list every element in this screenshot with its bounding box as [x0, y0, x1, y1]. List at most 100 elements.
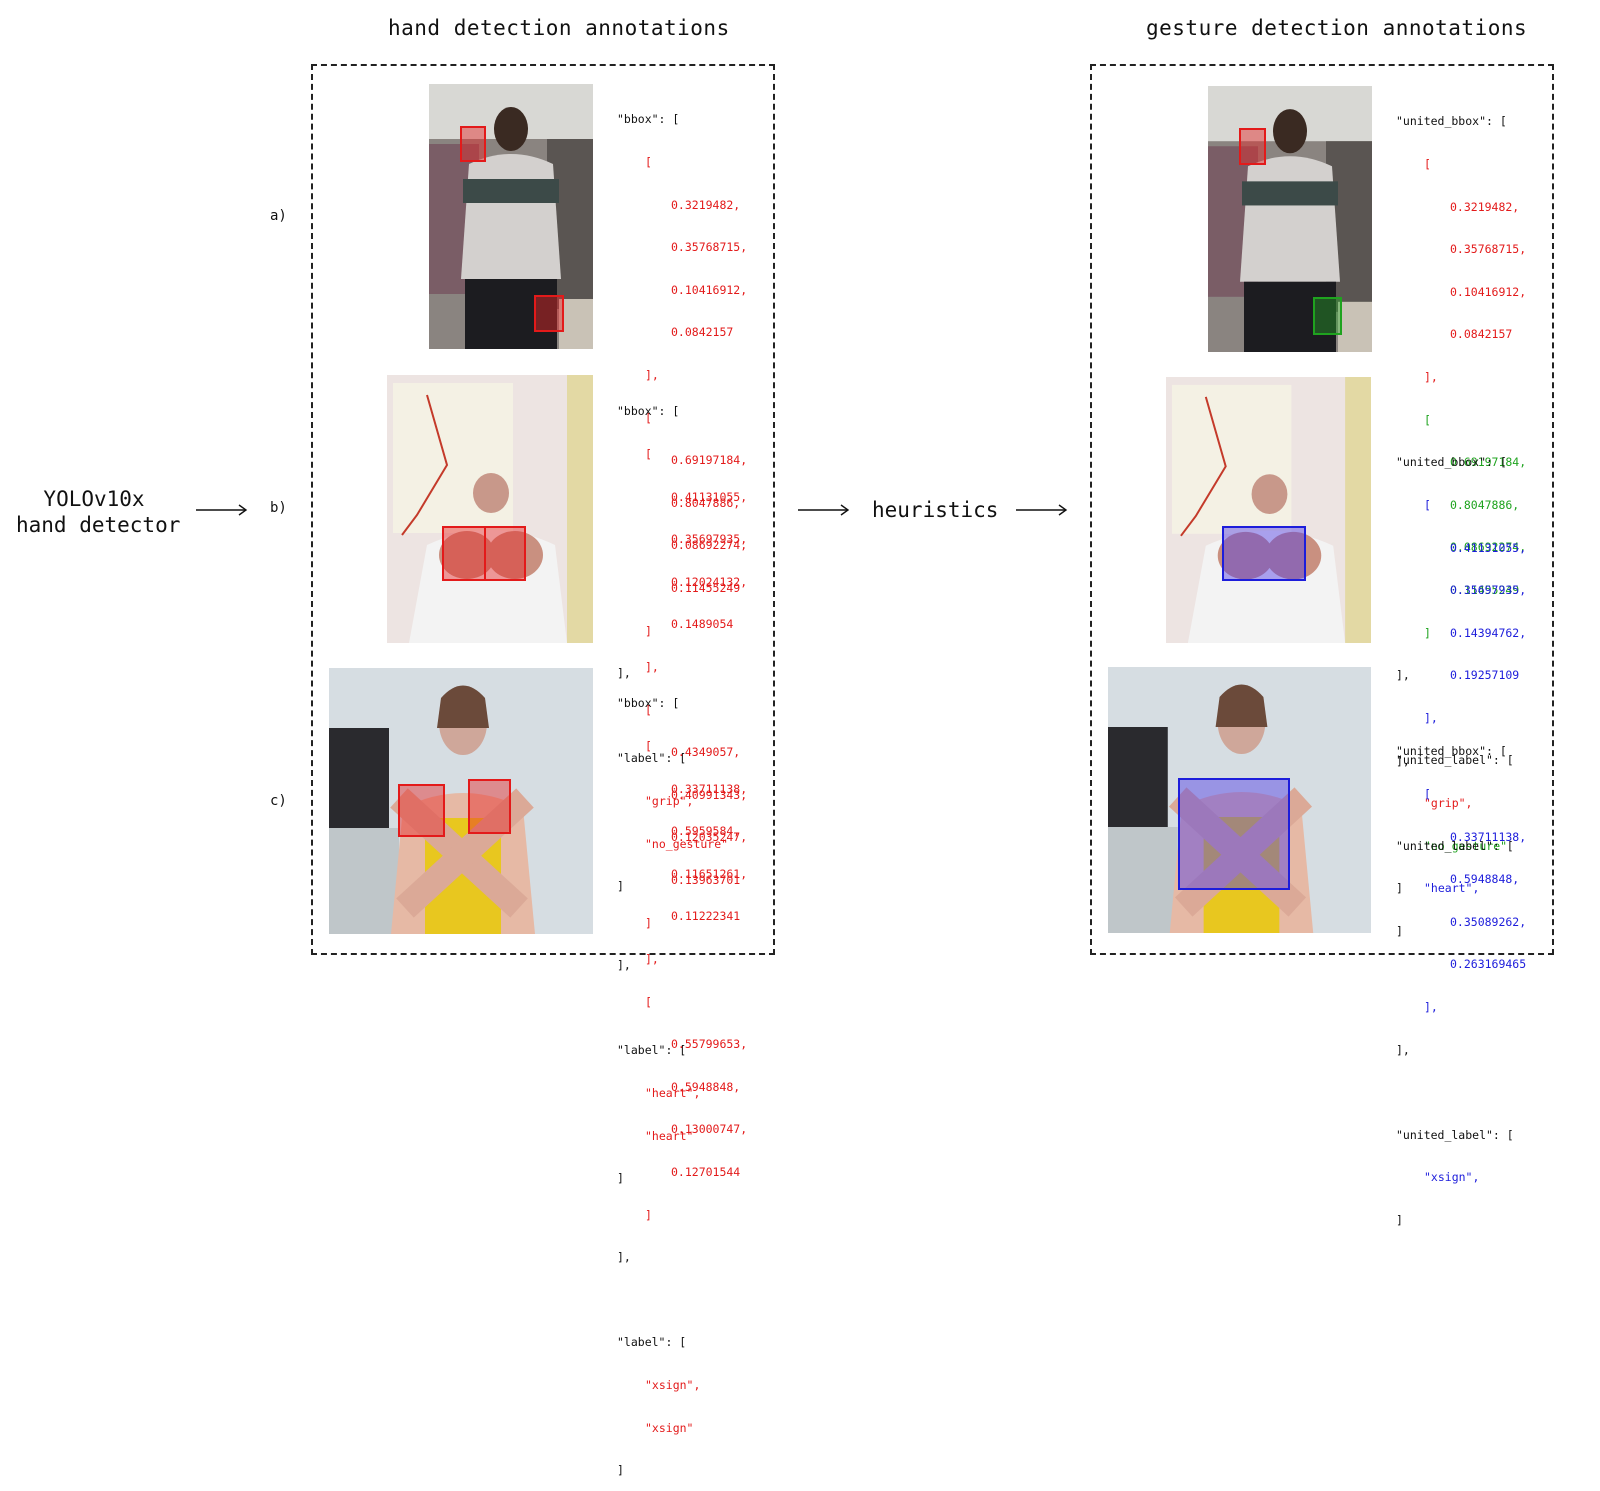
code-value: 0.40991343, — [671, 787, 748, 802]
code-key: "united_label": [ — [1396, 838, 1514, 853]
code-value: 0.5948848, — [1450, 872, 1520, 887]
bbox-a-grip — [460, 126, 486, 162]
code-value: 0.5959584, — [671, 824, 741, 839]
code-bracket: [ — [645, 155, 652, 169]
code-bracket: ], — [617, 666, 631, 681]
code-value: 0.11455249 — [1450, 582, 1520, 597]
code-value: 0.11455249 — [671, 580, 741, 595]
code-bracket: ] — [645, 1207, 652, 1222]
code-bracket: ], — [1396, 668, 1410, 683]
code-bracket: ], — [617, 1250, 631, 1265]
code-label: "no_gesture" — [645, 836, 729, 851]
code-bracket: ], — [1396, 753, 1410, 768]
code-label: "grip", — [645, 793, 694, 808]
code-bracket: ] — [617, 1463, 624, 1478]
code-bracket: [ — [1424, 787, 1431, 801]
code-bracket: ] — [645, 915, 652, 930]
code-label: "no_gesture" — [1424, 838, 1508, 853]
code-spacer — [1396, 1085, 1526, 1099]
code-key: "label": [ — [617, 1335, 687, 1350]
code-key: "united_bbox": [ — [1396, 114, 1507, 129]
code-bracket: [ — [1424, 498, 1431, 512]
code-value: 0.11651261, — [671, 866, 748, 881]
code-value: 0.33711138, — [1450, 829, 1527, 844]
bbox-a-no-gesture — [534, 295, 564, 332]
photo-a-gesture — [1208, 86, 1372, 352]
photo-a-hand — [429, 84, 593, 349]
code-bracket: [ — [645, 994, 652, 1009]
code-value: 0.41131055, — [671, 489, 748, 504]
code-value: 0.12701544 — [671, 1164, 741, 1179]
code-value: 0.41131055, — [1450, 540, 1527, 555]
gesture-annotations-title: gesture detection annotations — [1146, 16, 1528, 40]
code-bracket: ] — [1396, 923, 1403, 938]
code-value: 0.11222341 — [671, 909, 741, 924]
code-bracket: ], — [645, 659, 659, 674]
photo-a-gesture-image — [1208, 86, 1372, 352]
bbox-a-no-gesture-gesture — [1313, 297, 1342, 335]
arrow-to-gesture-panel — [1016, 504, 1068, 516]
code-bracket: [ — [645, 739, 652, 753]
code-value: 0.35768715, — [671, 240, 748, 255]
code-value: 0.08692274, — [1450, 540, 1527, 555]
code-key: "bbox": [ — [617, 696, 680, 711]
row-label-b: b) — [270, 500, 287, 516]
photo-b-image — [387, 375, 593, 643]
code-value: 0.8047886, — [671, 495, 741, 510]
bbox-b-heart-right — [484, 526, 526, 581]
bbox-a-grip-gesture — [1239, 128, 1266, 165]
photo-b-gesture-image — [1166, 377, 1371, 643]
code-gesture-a: "united_bbox": [ [ 0.3219482, 0.35768715… — [1396, 86, 1526, 909]
row-label-a: a) — [270, 208, 287, 224]
code-bracket: ], — [1424, 369, 1438, 384]
code-value: 0.3219482, — [671, 197, 741, 212]
code-label: "heart", — [1424, 881, 1480, 896]
code-bracket: ] — [1396, 881, 1403, 896]
code-value: 0.12024132, — [671, 574, 748, 589]
bbox-b-heart-left — [442, 526, 486, 581]
photo-b-hand — [387, 375, 593, 643]
code-bracket: ], — [645, 367, 659, 382]
code-key: "united_bbox": [ — [1396, 744, 1507, 759]
code-key: "bbox": [ — [617, 404, 680, 419]
code-label: "xsign" — [645, 1420, 694, 1435]
code-bracket: ] — [645, 623, 652, 638]
code-value: 0.12035247, — [671, 830, 748, 845]
code-value: 0.35089262, — [1450, 914, 1527, 929]
code-value: 0.0842157 — [671, 325, 734, 340]
code-value: 0.4349057, — [671, 745, 741, 760]
code-bracket: ], — [1424, 710, 1438, 725]
arrow-to-heuristics — [798, 504, 850, 516]
code-hand-c: "bbox": [ [ 0.33711138, 0.5959584, 0.116… — [617, 668, 747, 1491]
code-value: 0.14394762, — [1450, 625, 1527, 640]
code-value: 0.13963701 — [671, 872, 741, 887]
photo-b-gesture — [1166, 377, 1371, 643]
hand-annotations-panel — [311, 64, 775, 955]
code-value: 0.69197184, — [1450, 455, 1527, 470]
code-key: "united_bbox": [ — [1396, 455, 1507, 470]
heuristics-label: heuristics — [872, 498, 999, 522]
code-key: "bbox": [ — [617, 112, 680, 127]
detector-type: hand detector — [16, 513, 181, 537]
code-value: 0.69197184, — [671, 453, 748, 468]
hand-annotations-title: hand detection annotations — [388, 16, 730, 40]
code-value: 0.35768715, — [1450, 242, 1527, 257]
photo-c-hand — [329, 668, 593, 934]
code-value: 0.8047886, — [1450, 497, 1520, 512]
code-hand-a: "bbox": [ [ 0.3219482, 0.35768715, 0.104… — [617, 84, 747, 907]
detector-name: YOLOv10x — [43, 487, 145, 511]
code-key: "united_label": [ — [1396, 753, 1514, 768]
code-label: "xsign", — [1424, 1170, 1480, 1185]
code-bracket: [ — [645, 410, 652, 425]
code-bracket: ], — [645, 951, 659, 966]
code-key: "united_label": [ — [1396, 1127, 1514, 1142]
code-bracket: [ — [1424, 157, 1431, 171]
code-bracket: ], — [1424, 999, 1438, 1014]
code-value: 0.19257109 — [1450, 668, 1520, 683]
code-key: "label": [ — [617, 751, 687, 766]
code-value: 0.3219482, — [1450, 199, 1520, 214]
row-label-c: c) — [270, 793, 287, 809]
bbox-c-xsign-united — [1178, 778, 1290, 890]
bbox-b-heart-united — [1222, 526, 1306, 581]
code-value: 0.263169465 — [1450, 957, 1527, 972]
